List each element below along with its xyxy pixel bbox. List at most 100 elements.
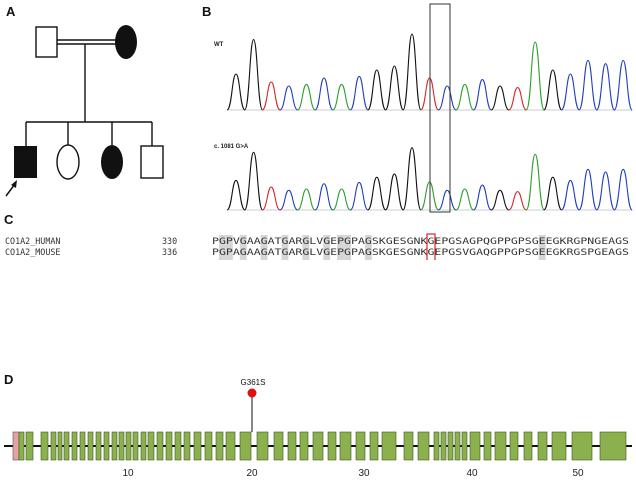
trace-peak (349, 181, 369, 211)
sequence-start: 330 (162, 236, 177, 246)
exon-box (273, 431, 284, 461)
exon-box (339, 431, 352, 461)
trace-peak (314, 77, 334, 111)
exon-tick-label: 30 (358, 468, 370, 479)
proband-affected-male (14, 146, 37, 178)
utr-box (12, 431, 20, 461)
exon-tick-label: 10 (122, 468, 134, 479)
panel-label-c: C (4, 212, 14, 227)
exon-box (469, 431, 481, 461)
exon-box (256, 431, 269, 461)
exon-box (433, 431, 440, 461)
exon-box (327, 431, 337, 461)
trace-peak (525, 41, 545, 111)
mutant-label: c. 1081 G>A (214, 144, 249, 150)
conserved-column (281, 235, 289, 260)
panel-label-d: D (4, 372, 14, 387)
trace-peak (596, 63, 616, 111)
exon-box (403, 431, 414, 461)
exon-box (174, 431, 182, 461)
exon-box (447, 431, 454, 461)
trace-peak (349, 75, 369, 111)
trace-peak (437, 189, 457, 211)
exon-box (79, 431, 86, 461)
trace-peak (332, 188, 351, 211)
trace-peak (543, 69, 563, 111)
trace-peak (279, 189, 299, 211)
conserved-column (344, 235, 352, 260)
conserved-column (323, 235, 331, 260)
exon-box (239, 431, 252, 461)
exon-box (381, 431, 397, 461)
exon-box (440, 431, 447, 461)
trace-peak (578, 168, 598, 211)
exon-box (204, 431, 213, 461)
trace-peak (455, 83, 475, 111)
exon-box (551, 431, 567, 461)
exon-box (95, 431, 102, 461)
sequence-start: 336 (162, 247, 177, 257)
trace-peak (578, 59, 598, 111)
mutant-trace (226, 147, 633, 211)
exon-box (183, 431, 191, 461)
exon-box (215, 431, 224, 461)
mother-symbol (115, 25, 137, 59)
sibling-unaffected-male (140, 145, 164, 179)
variant-column-highlight (426, 233, 436, 260)
trace-peak (508, 191, 527, 211)
exon-box (125, 431, 132, 461)
exon-box (509, 431, 519, 461)
exon-box (118, 431, 125, 461)
exon-box (147, 431, 155, 461)
trace-peak (473, 184, 492, 211)
exon-box (50, 431, 57, 461)
exon-box (63, 431, 70, 461)
exon-box (312, 431, 324, 461)
exon-box (299, 431, 309, 461)
exon-box (225, 431, 236, 461)
variant-dot (247, 388, 257, 398)
exon-box (537, 431, 548, 461)
trace-peak (261, 81, 281, 111)
conserved-column (364, 235, 372, 260)
trace-peak (332, 83, 351, 111)
conserved-column (260, 235, 268, 260)
trace-peak (472, 79, 492, 111)
trace-peak (384, 173, 404, 211)
exon-box (57, 431, 63, 461)
father-symbol (35, 26, 58, 58)
sequence-residues: PGPVGAAGATGARGLVGEPGPAGSKGESGNKGEPGSAGPQ… (212, 236, 629, 246)
exon-box (87, 431, 94, 461)
exon-box (599, 431, 627, 461)
exon-box (18, 431, 25, 461)
exon-box (71, 431, 78, 461)
trace-peak (297, 83, 316, 111)
trace-peak (244, 39, 264, 111)
sequence-start: 336 (162, 258, 177, 260)
exon-box (103, 431, 110, 461)
trace-peak (226, 73, 246, 111)
sibling-unaffected-female (56, 144, 80, 180)
trace-peak (384, 65, 404, 111)
exon-box (483, 431, 492, 461)
conserved-column (225, 235, 233, 260)
exon-box (193, 431, 202, 461)
panel-label-b: B (202, 4, 212, 19)
exon-boxes (12, 431, 627, 461)
exon-box (25, 431, 34, 461)
exon-box (165, 431, 173, 461)
exon-box (523, 431, 533, 461)
exon-box (287, 431, 297, 461)
trace-peak (367, 176, 387, 211)
conservation-shading (218, 235, 546, 260)
trace-peak (297, 188, 316, 211)
trace-peak (244, 151, 264, 211)
pedigree-diagram (5, 25, 164, 197)
trace-peak (279, 85, 299, 111)
trace-peak (261, 186, 281, 211)
wt-trace (226, 33, 633, 111)
